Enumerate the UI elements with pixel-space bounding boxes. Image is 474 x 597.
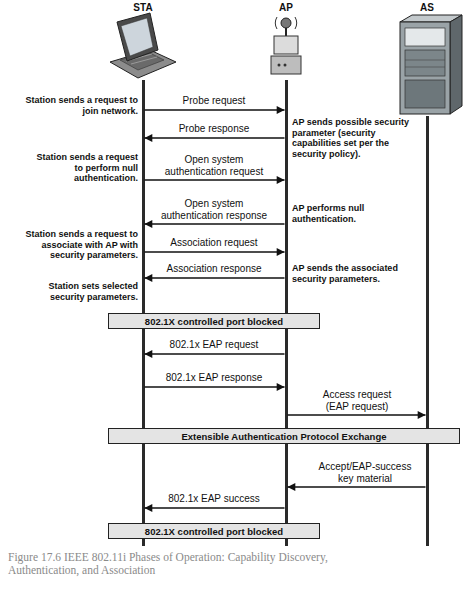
message-arrow <box>145 223 285 224</box>
message-arrow <box>145 353 285 354</box>
phase-band: 802.1X controlled port blocked <box>108 313 320 329</box>
annotation-note: AP sends the associated security paramet… <box>292 263 417 284</box>
message-label: 802.1x EAP response <box>154 372 274 384</box>
message-label: Probe response <box>154 123 274 135</box>
message-arrow <box>145 179 285 180</box>
entity-name: AS <box>420 2 434 13</box>
entity-name: AP <box>279 2 293 13</box>
phase-band: Extensible Authentication Protocol Excha… <box>108 428 460 444</box>
antenna-ball <box>281 18 291 28</box>
message-arrow <box>288 486 426 487</box>
message-arrow <box>145 137 285 138</box>
server-panel <box>405 28 445 46</box>
status-led <box>284 64 287 67</box>
laptop-screen <box>121 18 153 56</box>
message-label: Open system authentication request <box>154 154 274 177</box>
server-panel <box>405 50 445 76</box>
drive-slot <box>405 60 445 61</box>
server-front <box>400 22 450 114</box>
message-label: Probe request <box>154 95 274 107</box>
band-text: 802.1X controlled port blocked <box>145 526 283 537</box>
lifeline: AS <box>426 116 429 546</box>
figure-caption: Figure 17.6 IEEE 802.11i Phases of Opera… <box>8 551 393 577</box>
annotation-note: Station sets selected security parameter… <box>28 281 138 302</box>
entity-name: STA <box>133 2 152 13</box>
phase-band: 802.1X controlled port blocked <box>108 523 320 539</box>
message-label: Access request (EAP request) <box>317 389 397 412</box>
server-side <box>450 15 462 114</box>
laptop-screen-frame <box>117 13 158 61</box>
annotation-note: Station sends a request to join network. <box>20 95 138 116</box>
message-label: Association request <box>154 237 274 249</box>
status-led <box>278 64 281 67</box>
message-arrow <box>145 109 285 110</box>
band-text: 802.1X controlled port blocked <box>145 316 283 327</box>
antenna-mast <box>285 28 287 36</box>
annotation-note: Station sends a request to associate wit… <box>6 229 138 261</box>
server-illustration <box>400 15 462 114</box>
annotation-note: AP sends possible security parameter (se… <box>292 117 420 159</box>
message-arrow <box>145 277 285 278</box>
message-label: 802.1x EAP success <box>154 493 274 505</box>
access-point-base <box>271 56 301 74</box>
band-text: Extensible Authentication Protocol Excha… <box>182 431 387 442</box>
message-label: Association response <box>154 263 274 275</box>
radio-waves <box>275 17 296 29</box>
drive-slot <box>405 67 445 68</box>
message-arrow <box>288 414 426 415</box>
message-label: Open system authentication response <box>154 198 274 221</box>
server-panel <box>405 80 445 108</box>
access-point-body <box>274 36 298 54</box>
laptop-illustration <box>110 13 176 78</box>
annotation-note: Station sends a request to perform null … <box>32 152 138 184</box>
message-label: 802.1x EAP request <box>154 339 274 351</box>
message-arrow <box>145 507 285 508</box>
message-arrow <box>145 251 285 252</box>
message-arrow <box>145 386 285 387</box>
message-label: Accept/EAP-success key material <box>315 461 415 484</box>
access-point-illustration <box>271 17 301 74</box>
annotation-note: AP performs null authentication. <box>292 203 412 224</box>
